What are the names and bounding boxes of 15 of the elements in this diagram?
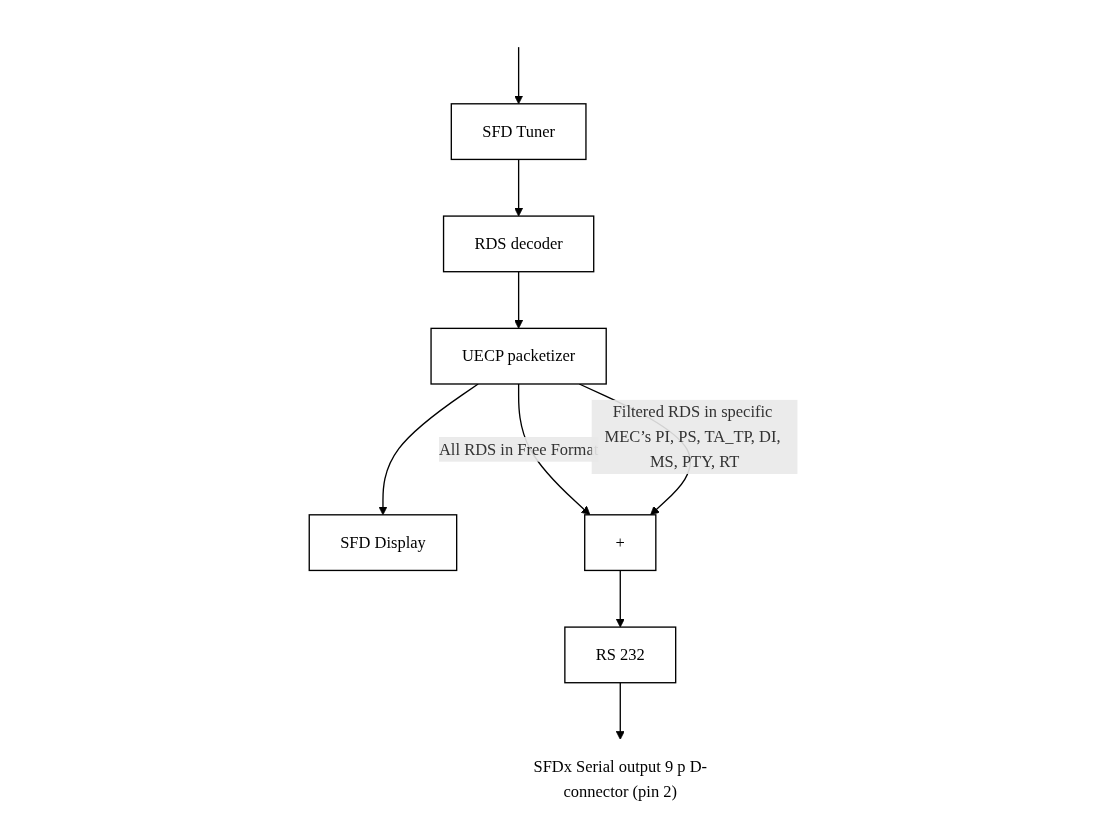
node-box: + [584,513,657,571]
node-box: RS 232 [564,625,677,683]
node-text: SFDx Serial output 9 p D-connector (pin 2) [533,757,708,800]
node-box: RDS decoder [442,214,595,272]
node-box: SFD Display [308,513,458,571]
node-box: SFD Tuner [450,102,587,160]
edge-label: Filtered RDS in specific MEC’s PI, PS, TA_TP, DI, MS, PTY, RT [604,402,781,470]
arrow [615,681,625,740]
edge-label: All RDS in Free Format [439,439,599,458]
arrow [378,382,479,515]
arrow [514,46,524,104]
arrow [514,158,524,216]
arrow [615,569,625,627]
node-box: UECP packetizer [430,327,607,385]
arrow [514,270,524,329]
